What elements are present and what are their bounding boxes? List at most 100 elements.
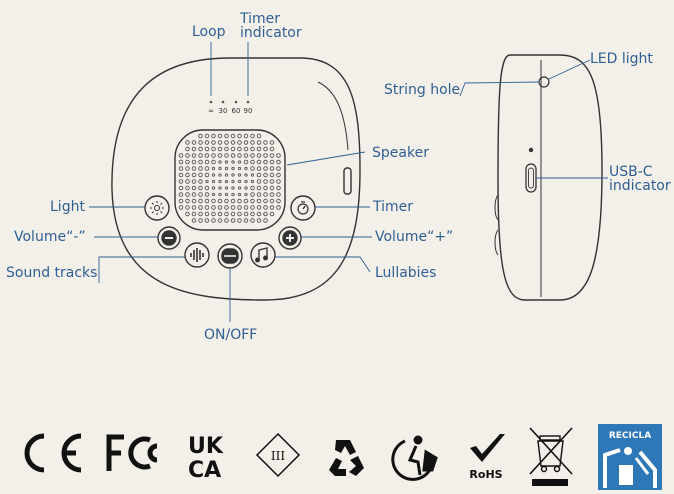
speaker-hole bbox=[205, 179, 209, 184]
speaker-hole bbox=[204, 133, 210, 139]
speaker-hole bbox=[256, 198, 262, 204]
speaker-hole bbox=[250, 140, 255, 145]
speaker-hole bbox=[198, 140, 203, 145]
timer-indicator-label-line1: Timer bbox=[240, 11, 281, 27]
speaker-hole bbox=[237, 179, 242, 184]
light-icon bbox=[150, 201, 164, 215]
speaker-hole bbox=[224, 192, 229, 197]
speaker-hole bbox=[185, 211, 190, 217]
speaker-hole bbox=[204, 166, 210, 171]
speaker-hole bbox=[218, 192, 222, 197]
timer-30-mark: 30 bbox=[219, 107, 228, 115]
speaker-hole bbox=[224, 160, 229, 164]
speaker-hole bbox=[276, 205, 281, 210]
speaker-hole bbox=[269, 140, 275, 145]
svg-text:UK: UK bbox=[188, 434, 224, 459]
device-front-view bbox=[111, 57, 361, 301]
timer-button bbox=[290, 195, 316, 221]
speaker-hole bbox=[198, 179, 203, 184]
indicator-marks: ∞ 30 60 90 bbox=[208, 107, 252, 115]
lullabies-button bbox=[250, 242, 276, 268]
speaker-hole bbox=[230, 140, 236, 145]
speaker-hole bbox=[256, 205, 262, 210]
timer-indicator-label-line2: indicator bbox=[240, 25, 302, 41]
speaker-hole bbox=[204, 205, 210, 210]
svg-text:RECICLA: RECICLA bbox=[609, 431, 651, 441]
speaker-hole bbox=[237, 166, 242, 171]
speaker-hole bbox=[269, 198, 275, 204]
speaker-hole bbox=[269, 192, 275, 197]
speaker-hole bbox=[250, 146, 255, 152]
speaker-hole bbox=[204, 211, 210, 217]
speaker-hole bbox=[191, 205, 197, 210]
device-side-view bbox=[494, 54, 603, 301]
wheelie-bin-crossed-icon bbox=[529, 427, 573, 486]
light-button bbox=[144, 195, 170, 221]
speaker-hole bbox=[276, 198, 281, 204]
speaker-hole bbox=[211, 140, 216, 145]
speaker-hole bbox=[204, 185, 210, 191]
speaker-hole bbox=[269, 159, 275, 165]
speaker-hole bbox=[218, 186, 222, 190]
speaker-hole bbox=[263, 192, 268, 197]
speaker-hole bbox=[230, 205, 236, 210]
speaker-hole bbox=[256, 140, 262, 145]
speaker-hole bbox=[211, 166, 216, 171]
speaker-hole bbox=[198, 153, 203, 158]
speaker-hole bbox=[231, 179, 235, 184]
speaker-hole bbox=[230, 153, 236, 158]
speaker-hole bbox=[191, 185, 197, 191]
speaker-hole bbox=[230, 146, 236, 152]
speaker-hole bbox=[263, 211, 268, 217]
speaker-hole bbox=[224, 166, 229, 171]
speaker-label: Speaker bbox=[372, 145, 429, 161]
recycle-icon bbox=[329, 440, 364, 476]
speaker-hole bbox=[204, 153, 210, 158]
speaker-hole bbox=[256, 159, 262, 165]
speaker-hole bbox=[211, 218, 216, 223]
speaker-hole bbox=[269, 146, 275, 152]
speaker-hole bbox=[250, 198, 255, 204]
speaker-hole bbox=[218, 179, 222, 184]
speaker-hole bbox=[185, 185, 190, 191]
speaker-hole bbox=[217, 140, 223, 145]
speaker-hole bbox=[191, 153, 197, 158]
svg-text:III: III bbox=[271, 449, 285, 463]
speaker-hole bbox=[237, 146, 242, 152]
speaker-hole bbox=[217, 198, 223, 204]
speaker-hole bbox=[244, 186, 248, 190]
speaker-hole bbox=[256, 146, 262, 152]
speaker-hole bbox=[250, 133, 255, 139]
speaker-hole bbox=[237, 186, 242, 190]
speaker-hole bbox=[237, 205, 242, 210]
speaker-hole bbox=[243, 159, 249, 165]
speaker-hole bbox=[230, 198, 236, 204]
ukca-mark: UK CA bbox=[188, 434, 224, 483]
speaker-holes bbox=[178, 133, 281, 223]
speaker-hole bbox=[211, 133, 216, 139]
speaker-hole bbox=[211, 205, 216, 210]
speaker-hole bbox=[185, 192, 190, 197]
speaker-hole bbox=[269, 205, 275, 210]
speaker-hole bbox=[263, 166, 268, 171]
speaker-hole bbox=[217, 211, 223, 217]
speaker-hole bbox=[243, 140, 249, 145]
speaker-hole bbox=[178, 192, 184, 197]
timer-60-mark: 60 bbox=[232, 107, 241, 115]
speaker-hole bbox=[178, 172, 184, 178]
sound-tracks-button bbox=[184, 242, 210, 268]
svg-text:CA: CA bbox=[188, 458, 221, 483]
speaker-hole bbox=[211, 211, 216, 217]
speaker-hole bbox=[204, 146, 210, 152]
speaker-hole bbox=[178, 198, 184, 204]
speaker-hole bbox=[178, 166, 184, 171]
speaker-hole bbox=[198, 218, 203, 223]
speaker-hole bbox=[191, 218, 197, 223]
speaker-hole bbox=[250, 192, 255, 197]
speaker-hole bbox=[198, 211, 203, 217]
speaker-hole bbox=[217, 205, 223, 210]
speaker-hole bbox=[224, 173, 229, 177]
rohs-check-icon: RoHS bbox=[469, 434, 505, 481]
speaker-hole bbox=[263, 218, 268, 223]
speaker-hole bbox=[224, 198, 229, 204]
